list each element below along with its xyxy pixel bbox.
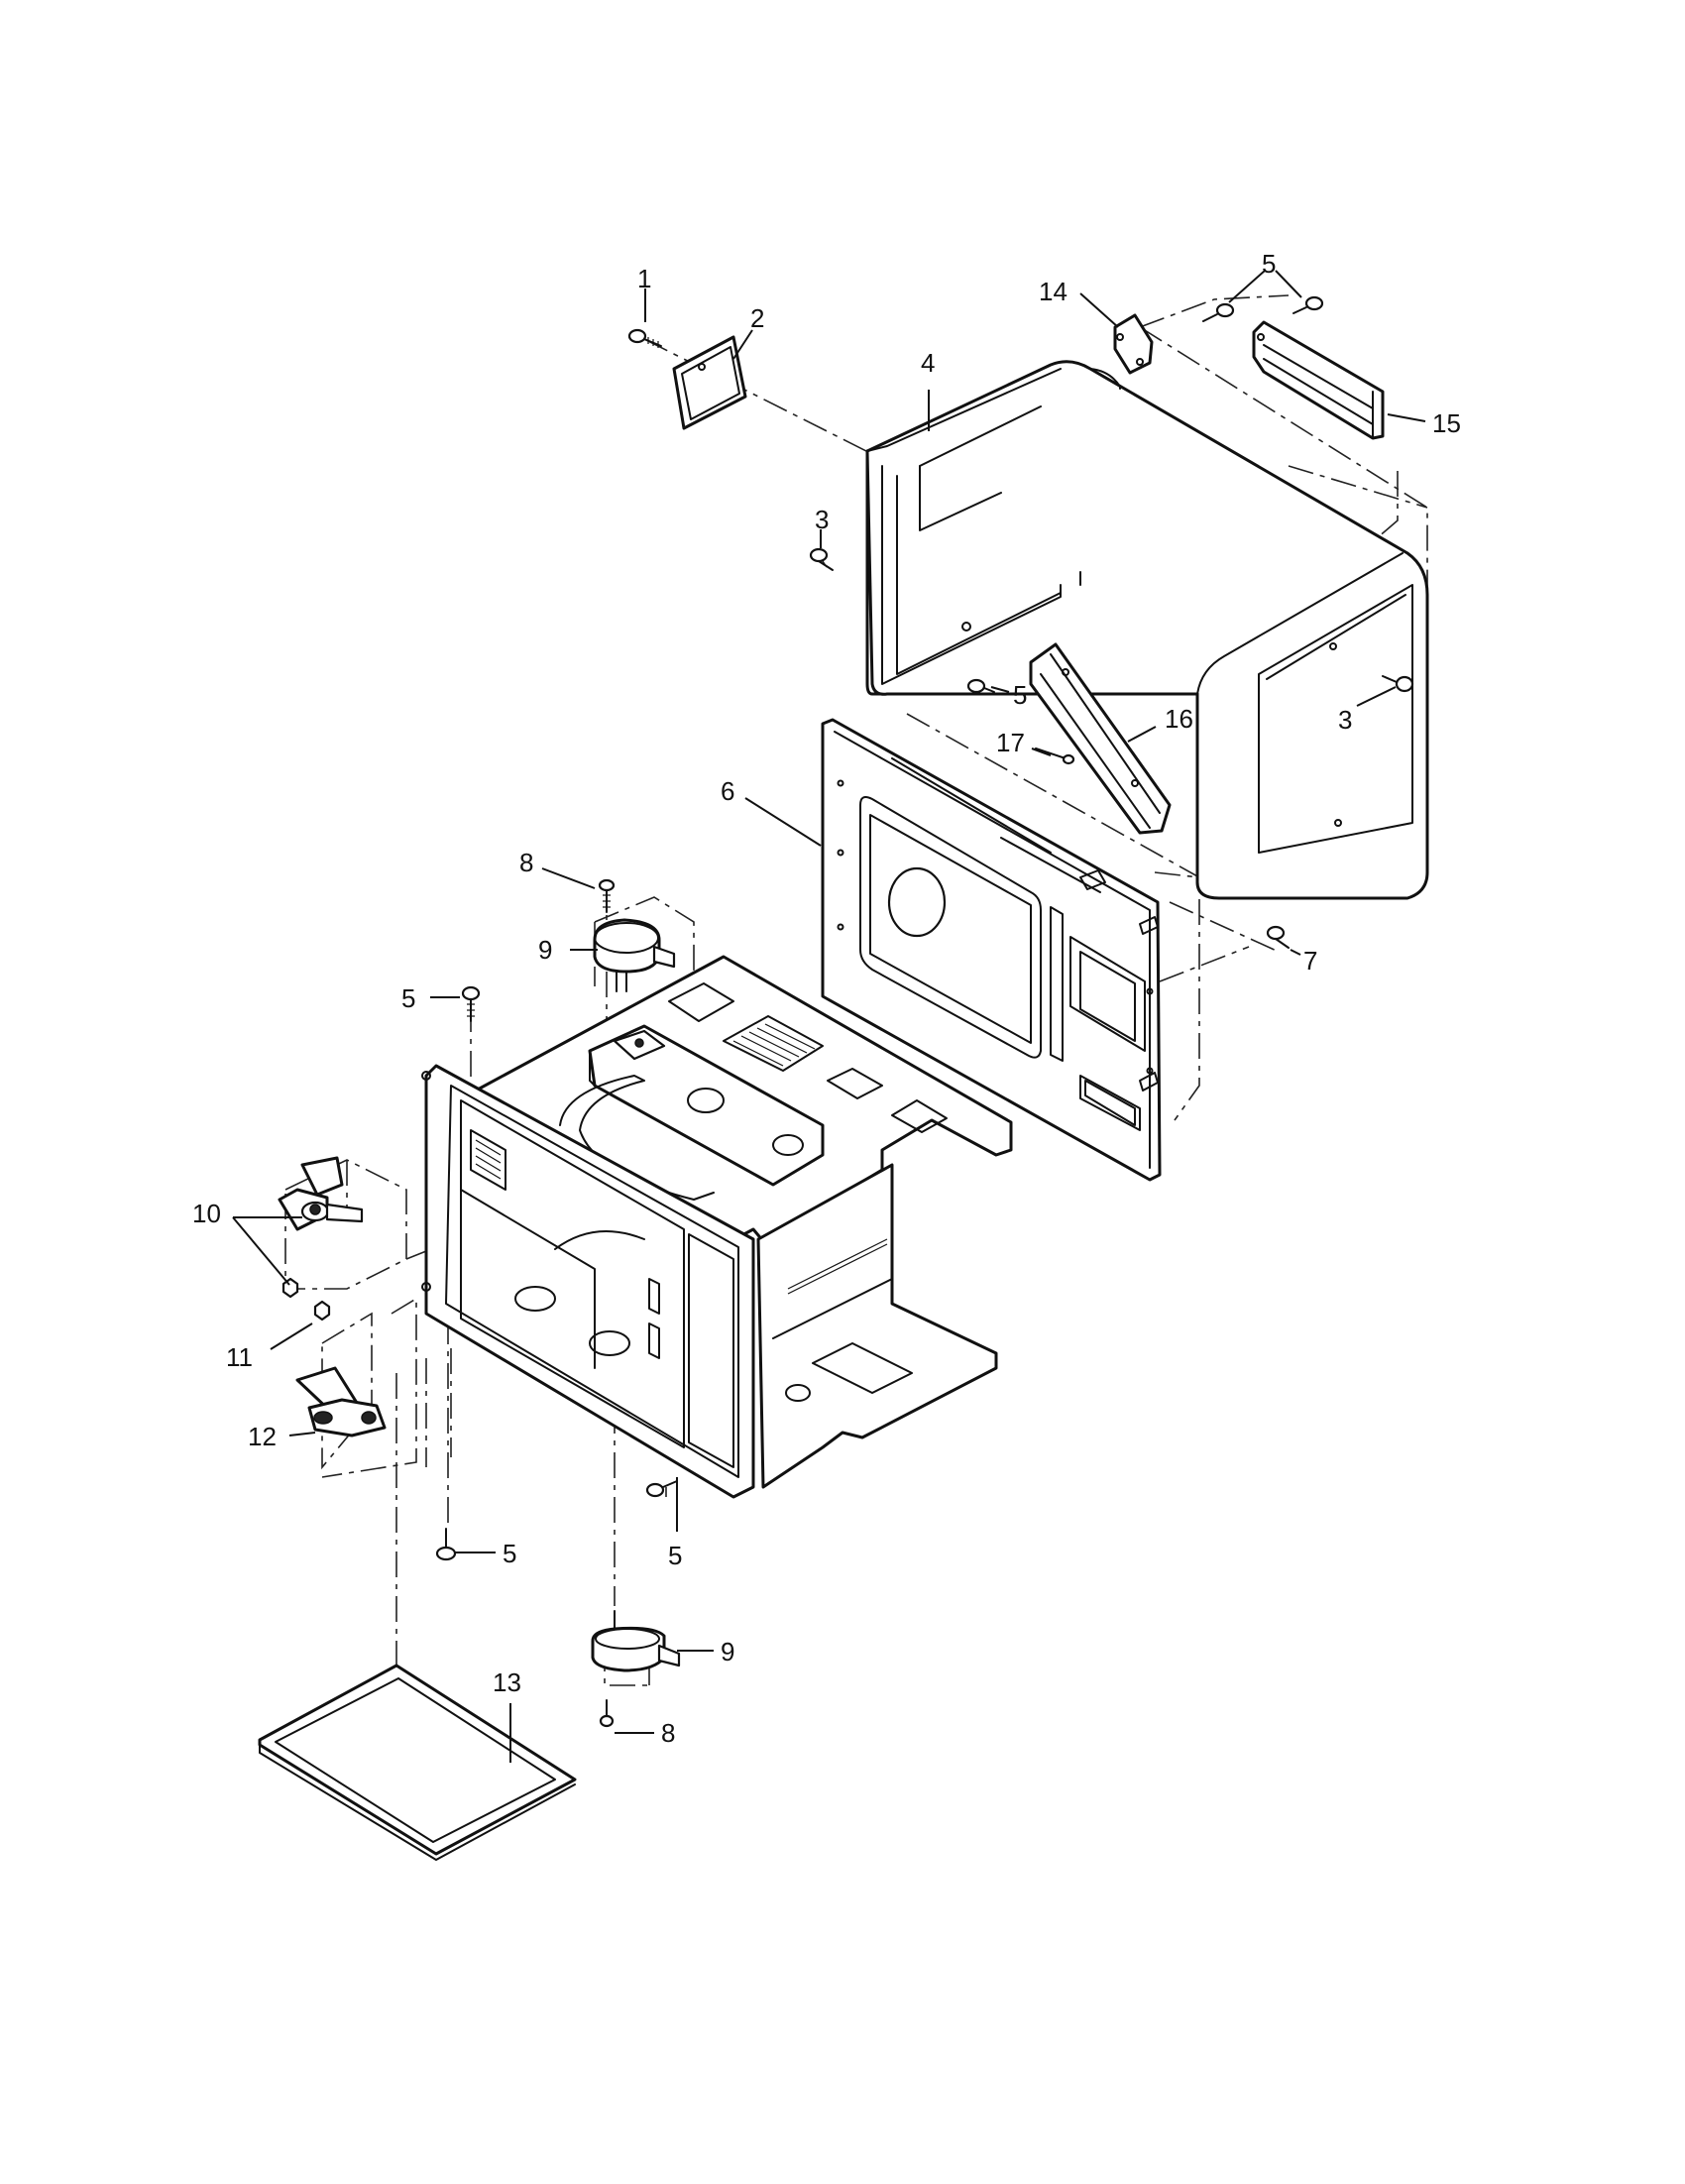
stirrer-part-10	[278, 1156, 364, 1231]
leader-lines	[232, 270, 1426, 1763]
bracket-part-15	[1252, 320, 1385, 440]
screw-part-3-left	[809, 547, 834, 571]
callout-6: 6	[721, 776, 734, 806]
callout-8a: 8	[519, 848, 533, 877]
callout-8b: 8	[661, 1718, 675, 1748]
callout-5e: 5	[668, 1541, 682, 1570]
callout-12: 12	[248, 1422, 277, 1451]
callout-15: 15	[1432, 408, 1461, 438]
callout-14: 14	[1039, 277, 1067, 306]
motor-part-9-top	[593, 918, 676, 992]
screw-part-8-bottom	[599, 1699, 615, 1728]
plate-part-14	[1113, 313, 1154, 375]
callout-1: 1	[637, 264, 651, 293]
callout-17: 17	[996, 728, 1025, 757]
callout-5a: 5	[1262, 249, 1276, 279]
window-frame-part-2	[672, 335, 747, 430]
callout-11: 11	[226, 1342, 253, 1372]
callout-9a: 9	[538, 935, 552, 965]
callout-3a: 3	[815, 505, 829, 534]
screw-part-3-right	[1382, 675, 1414, 693]
callout-5b: 5	[1013, 680, 1027, 710]
screw-part-5-bottom-center	[645, 1480, 678, 1498]
screw-part-7	[1266, 925, 1290, 949]
callout-10: 10	[192, 1199, 221, 1228]
callout-4: 4	[921, 348, 935, 378]
outer-cabinet-part-4	[865, 360, 1429, 900]
nut-part-11-b	[313, 1300, 331, 1322]
screws-part-5-top	[1202, 295, 1324, 322]
callout-2: 2	[750, 303, 764, 333]
screw-part-17	[1035, 747, 1075, 765]
callout-13: 13	[493, 1667, 521, 1697]
channel-part-16	[1029, 642, 1172, 835]
callout-5c: 5	[401, 983, 415, 1013]
screw-part-5-middle	[966, 678, 995, 694]
tray-part-13	[258, 1664, 577, 1861]
screw-part-5-bottom-left	[435, 1528, 457, 1561]
screw-part-5-left	[461, 985, 481, 1022]
motor-part-9-bottom	[591, 1610, 681, 1672]
screw-part-8-top	[598, 878, 616, 913]
callout-9b: 9	[721, 1637, 734, 1667]
callout-5d: 5	[503, 1539, 516, 1568]
oven-chassis	[421, 955, 1013, 1499]
callout-3b: 3	[1338, 705, 1352, 735]
screw-part-1	[627, 328, 662, 348]
callout-7: 7	[1303, 946, 1317, 976]
callout-labels: 1 2 3 3 4 5 5 5 5 5 6 7 8 8 9 9 10 11 12…	[192, 249, 1461, 1748]
back-panel-part-6	[821, 718, 1162, 1182]
callout-16: 16	[1165, 704, 1193, 734]
stirrer-part-12	[295, 1366, 387, 1437]
